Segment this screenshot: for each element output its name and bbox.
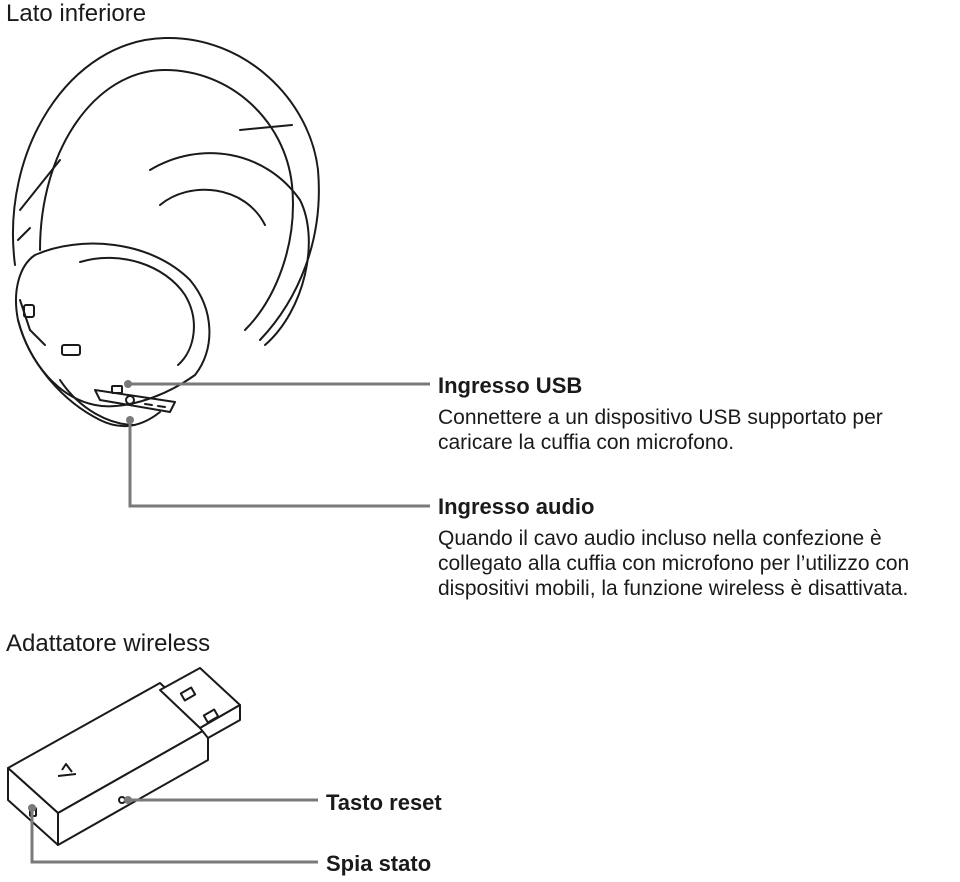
far-earcup-inner	[159, 188, 266, 226]
headband-band-line-2	[19, 159, 61, 211]
adapter-section-title: Adattatore wireless	[6, 630, 211, 657]
usb-port	[111, 385, 123, 394]
headband-inner	[39, 69, 294, 331]
headband-band-line-1	[239, 124, 293, 131]
adapter-side-face	[57, 727, 209, 846]
bottom-button-2	[157, 405, 166, 408]
usb-port-description-line-2: caricare la cuffia con microfono.	[438, 431, 735, 454]
audio-port-description-line-1: Quando il cavo audio incluso nella confe…	[438, 527, 882, 550]
adapter-leader-lines	[28, 796, 318, 864]
headset-leader-lines	[124, 380, 430, 508]
audio-port-description-line-2: collegato alla cuffia con microfono per …	[438, 552, 910, 575]
audio-jack-port	[125, 395, 135, 405]
reset-button-label: Tasto reset	[326, 790, 442, 815]
status-light-label: Spia stato	[326, 851, 432, 876]
usb-port-label: Ingresso USB	[438, 373, 583, 398]
usb-port-description-line-1: Connettere a un dispositivo USB supporta…	[438, 406, 883, 429]
audio-port-description-line-3: dispositivi mobili, la funzione wireless…	[438, 577, 909, 600]
audio-port-label: Ingresso audio	[438, 494, 595, 519]
side-slot	[61, 344, 81, 356]
bottom-button-1	[144, 403, 153, 406]
status-leader-line	[30, 808, 318, 864]
earcup-bottom-strip	[94, 389, 176, 413]
usb-plug-hole-1	[179, 686, 197, 702]
playstation-logo-icon	[57, 763, 77, 777]
headband-band-line-3	[17, 227, 31, 241]
near-earcup-outer	[14, 242, 211, 408]
audio-leader-line	[128, 420, 430, 508]
headset-illustration	[12, 36, 320, 428]
adapter-illustration	[7, 667, 241, 846]
near-earcup-rim	[17, 319, 161, 428]
side-slot-2	[23, 304, 35, 318]
headset-section-title: Lato inferiore	[6, 0, 147, 27]
usb-plug-side	[199, 704, 241, 739]
earcup-bottom-edge	[59, 379, 136, 426]
near-earcup-cushion	[79, 256, 195, 366]
far-earcup	[149, 152, 310, 346]
usb-plug-hole-2	[202, 708, 220, 724]
headband-outer	[12, 36, 320, 341]
